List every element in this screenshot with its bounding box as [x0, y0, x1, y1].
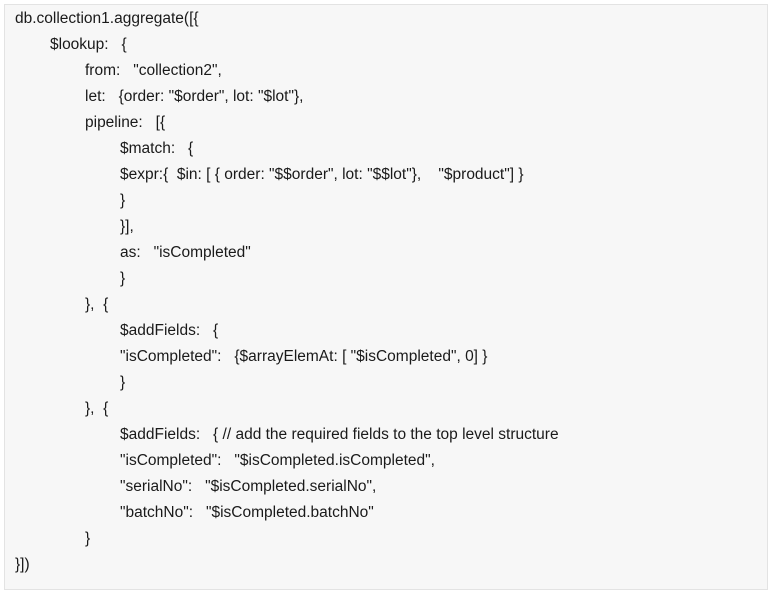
code-line: } [85, 530, 91, 547]
code-line: } [120, 374, 126, 391]
code-line: } [120, 192, 126, 209]
code-line: "serialNo": "$isCompleted.serialNo", [120, 478, 377, 495]
code-line: $expr:{ $in: [ { order: "$$order", lot: … [120, 166, 524, 183]
code-line: }, { [85, 296, 109, 313]
code-line: $lookup: { [50, 36, 127, 53]
code-line: }, { [85, 400, 109, 417]
code-line: let: {order: "$order", lot: "$lot"}, [85, 88, 304, 105]
code-line: } [120, 270, 126, 287]
code-line: pipeline: [{ [85, 114, 166, 131]
code-body: db.collection1.aggregate([{ $lookup: { f… [5, 5, 767, 589]
code-line: "batchNo": "$isCompleted.batchNo" [120, 504, 374, 521]
code-line: "isCompleted": "$isCompleted.isCompleted… [120, 452, 435, 469]
code-line: $match: { [120, 140, 194, 157]
code-line: }], [120, 218, 134, 235]
code-line: db.collection1.aggregate([{ [15, 10, 199, 27]
code-line: $addFields: { [120, 322, 219, 339]
code-line: from: "collection2", [85, 62, 222, 79]
code-line: "isCompleted": {$arrayElemAt: [ "$isComp… [120, 348, 488, 365]
code-line: }]) [15, 556, 30, 573]
code-block: db.collection1.aggregate([{ $lookup: { f… [4, 4, 768, 590]
code-line: as: "isCompleted" [120, 244, 251, 261]
code-line: $addFields: { // add the required fields… [120, 426, 559, 443]
